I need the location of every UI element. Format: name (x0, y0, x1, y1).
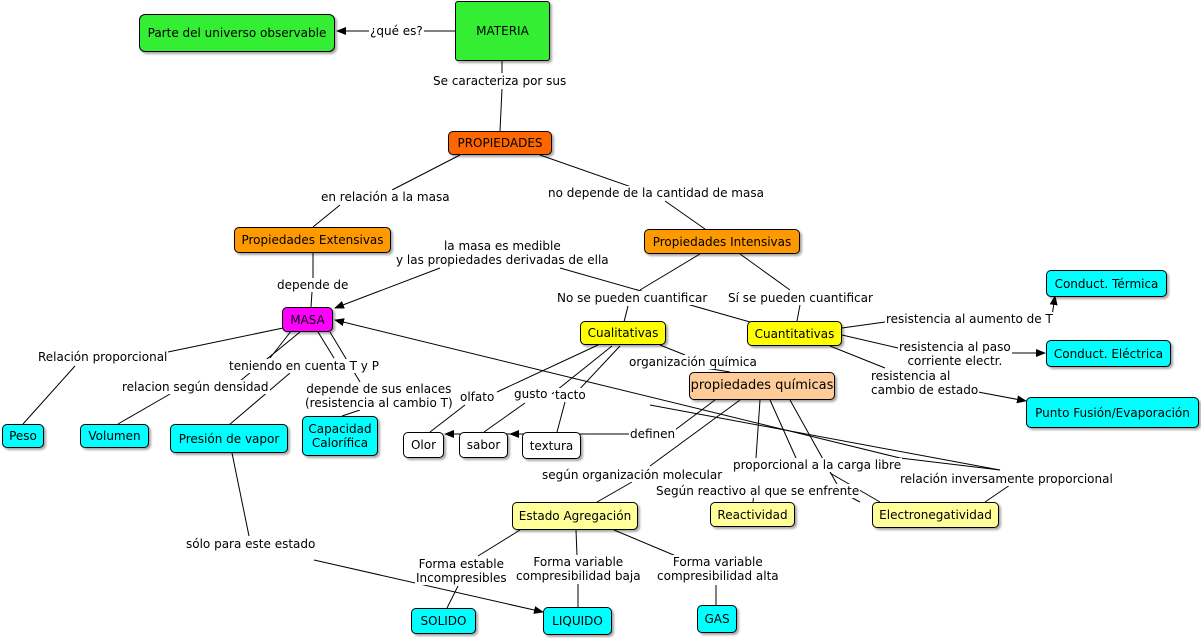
link-label-relacion-proporcional: Relación proporcional (37, 350, 169, 364)
link-line (596, 481, 633, 503)
link-label-depende-de: depende de (276, 278, 350, 292)
link-line (575, 529, 578, 557)
node-propiedades[interactable]: PROPIEDADES (448, 131, 552, 155)
link-label-enlaces: depende de sus enlaces (resistencia al c… (304, 382, 454, 410)
link-label-olfato: olfato (459, 390, 496, 404)
node-cond-termica[interactable]: Conduct. Térmica (1046, 270, 1167, 297)
link-label-forma-estable: Forma estable Incompresibles (415, 557, 508, 585)
link-line (674, 399, 716, 431)
node-peso[interactable]: Peso (2, 424, 44, 448)
link-label-forma-variable-alta: Forma variable compresibilidad alta (656, 555, 780, 583)
link-line (539, 154, 641, 191)
node-gas[interactable]: GAS (697, 605, 737, 633)
node-capacidad-calorifica[interactable]: Capacidad Calorífica (302, 416, 378, 456)
link-label-resistencia-t: resistencia al aumento de T (885, 312, 1054, 326)
link-line (789, 399, 839, 487)
link-line (317, 331, 335, 359)
node-olor[interactable]: Olor (403, 432, 444, 458)
node-volumen[interactable]: Volumen (80, 424, 149, 448)
node-estado-agregacion[interactable]: Estado Agregación (512, 502, 638, 530)
link-label-forma-variable-baja: Forma variable compresibilidad baja (515, 555, 642, 583)
node-electronegatividad[interactable]: Electronegatividad (872, 502, 999, 528)
link-label-relacion-densidad: relacion según densidad (121, 380, 270, 394)
link-line (477, 529, 521, 557)
link-line (231, 452, 250, 537)
link-label-relacion-inversa: relación inversamente proporcional (899, 472, 1114, 486)
link-line (329, 331, 361, 383)
link-line (556, 401, 566, 433)
link-arrow (334, 267, 441, 309)
link-line (312, 204, 341, 228)
link-line (310, 291, 313, 308)
link-label-relacion-masa: en relación a la masa (320, 190, 451, 204)
node-textura[interactable]: textura (522, 432, 581, 459)
node-cond-electrica[interactable]: Conduct. Eléctrica (1046, 340, 1171, 367)
link-line (899, 457, 1001, 471)
link-line (639, 253, 701, 291)
node-presion-vapor[interactable]: Presión de vapor (170, 424, 288, 453)
link-line (341, 409, 361, 417)
link-line (551, 345, 613, 395)
link-line (22, 365, 76, 425)
link-line (664, 200, 706, 230)
node-universo[interactable]: Parte del universo observable (139, 14, 335, 52)
node-cuantitativas[interactable]: Cuantitativas (747, 321, 842, 346)
node-cualitativas[interactable]: Cualitativas (580, 321, 666, 345)
node-masa[interactable]: MASA (282, 307, 333, 332)
node-solido[interactable]: SOLIDO (411, 608, 476, 634)
link-line (829, 345, 886, 369)
link-line (574, 345, 621, 395)
link-line (841, 321, 886, 329)
link-label-no-depende: no depende de la cantidad de masa (547, 186, 765, 200)
link-line (228, 372, 291, 426)
link-line (391, 154, 461, 191)
link-label-segun-reactivo: Según reactivo al que se enfrente (655, 484, 861, 498)
link-line (483, 402, 526, 433)
link-label-caracteriza: Se caracteriza por sus (432, 74, 568, 88)
link-line (739, 253, 791, 291)
link-label-solo-estado: sólo para este estado (185, 537, 317, 551)
link-label-organizacion-molecular: según organización molecular (541, 468, 724, 482)
link-line (649, 399, 741, 467)
link-line (239, 331, 301, 382)
link-arrow (977, 391, 1027, 404)
link-arrow (313, 559, 544, 614)
node-punto-fusion[interactable]: Punto Fusión/Evaporación (1026, 397, 1199, 428)
link-label-organizacion-quimica: organización química (628, 355, 758, 369)
link-line (841, 334, 899, 349)
link-label-no-cuantificar: No se pueden cuantificar (556, 291, 709, 305)
link-line (496, 344, 599, 393)
node-prop-quimicas[interactable]: propiedades químicas (689, 372, 835, 400)
link-label-tacto: tacto (554, 388, 587, 402)
node-liquido[interactable]: LIQUIDO (543, 607, 612, 635)
node-sabor[interactable]: sabor (459, 432, 508, 458)
link-label-proporcional-carga: proporcional a la carga libre (732, 458, 903, 472)
link-line (984, 484, 1011, 503)
link-label-resistencia-paso: resistencia al paso corriente electr. (898, 340, 1012, 368)
link-line (613, 529, 677, 557)
link-line (446, 585, 459, 609)
node-reactividad[interactable]: Reactividad (710, 502, 795, 527)
link-label-que-es: ¿qué es? (369, 24, 424, 38)
node-materia[interactable]: MATERIA (455, 1, 550, 61)
link-label-teniendo-cuenta: teniendo en cuenta T y P (228, 359, 380, 373)
node-intensivas[interactable]: Propiedades Intensivas (644, 229, 800, 254)
link-line (429, 404, 466, 433)
link-line (167, 327, 284, 353)
link-line (755, 399, 761, 459)
link-arrow (334, 318, 901, 459)
link-label-masa-medible: la masa es medible y las propiedades der… (395, 239, 610, 267)
link-line (117, 393, 171, 425)
node-extensivas[interactable]: Propiedades Extensivas (234, 227, 391, 253)
link-arrow (649, 404, 1001, 471)
link-label-definen: definen (629, 427, 677, 441)
link-line (499, 88, 503, 132)
link-label-si-cuantificar: Sí se pueden cuantificar (727, 291, 874, 305)
link-line (659, 344, 686, 356)
link-label-gusto: gusto (513, 387, 549, 401)
link-line (796, 304, 801, 322)
link-line (623, 305, 629, 323)
link-label-resistencia-cambio: resistencia al cambio de estado (870, 369, 980, 397)
